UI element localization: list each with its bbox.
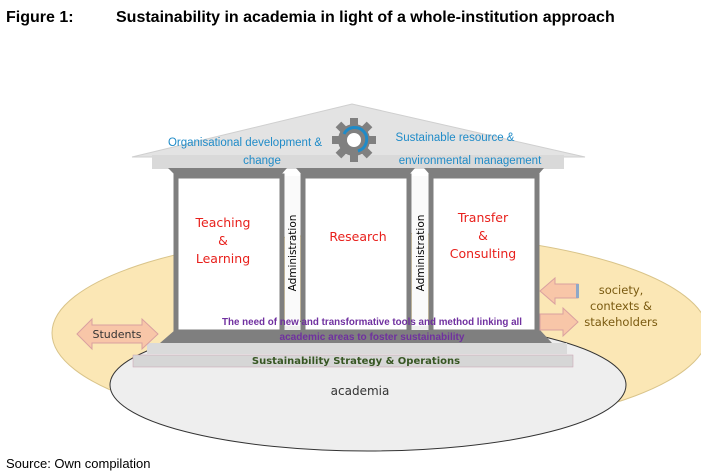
- base-step: [160, 330, 552, 343]
- admin-column-2: [412, 176, 428, 326]
- administration-label-2: Administration: [415, 215, 427, 292]
- base-band: [147, 343, 567, 354]
- transfer-amp: &: [478, 228, 488, 243]
- students-label: Students: [92, 328, 141, 341]
- inbound-arrow-bar: [576, 284, 579, 298]
- society-label-3: stakeholders: [584, 315, 658, 329]
- students-arrow: [76, 317, 159, 351]
- roof-left-label: Organisational development &: [168, 137, 322, 149]
- roof-right-label-2: environmental management: [399, 155, 542, 167]
- linking-text-1: The need of new and transformative tools…: [222, 317, 522, 328]
- gear-icon: [332, 118, 376, 162]
- figure-title-text: Sustainability in academia in light of a…: [116, 9, 615, 26]
- figure-title: Figure 1: Sustainability in academia in l…: [6, 9, 615, 27]
- strategy-label: Sustainability Strategy & Operations: [252, 356, 460, 367]
- teaching-amp: &: [218, 233, 228, 248]
- administration-label-1: Administration: [287, 215, 299, 292]
- learning-label: Learning: [196, 251, 250, 266]
- pillar-teaching: [173, 173, 285, 335]
- research-label: Research: [329, 229, 386, 244]
- transfer-label: Transfer: [457, 210, 509, 225]
- teaching-label: Teaching: [195, 215, 251, 230]
- society-label-2: contexts &: [590, 299, 652, 313]
- society-label-1: society,: [599, 283, 644, 297]
- academia-label: academia: [331, 384, 390, 398]
- outbound-arrow: [539, 306, 579, 338]
- figure-number: Figure 1:: [6, 9, 74, 26]
- consulting-label: Consulting: [450, 246, 516, 261]
- figure-source: Source: Own compilation: [6, 456, 151, 471]
- linking-text-2: academic areas to foster sustainability: [280, 332, 465, 343]
- pillar-transfer: [428, 173, 540, 335]
- roof-right-label: Sustainable resource &: [396, 132, 515, 144]
- pillar-research: [300, 173, 412, 335]
- roof-left-label-2: change: [243, 155, 281, 167]
- admin-column-1: [285, 176, 300, 326]
- strategy-band: [132, 354, 574, 368]
